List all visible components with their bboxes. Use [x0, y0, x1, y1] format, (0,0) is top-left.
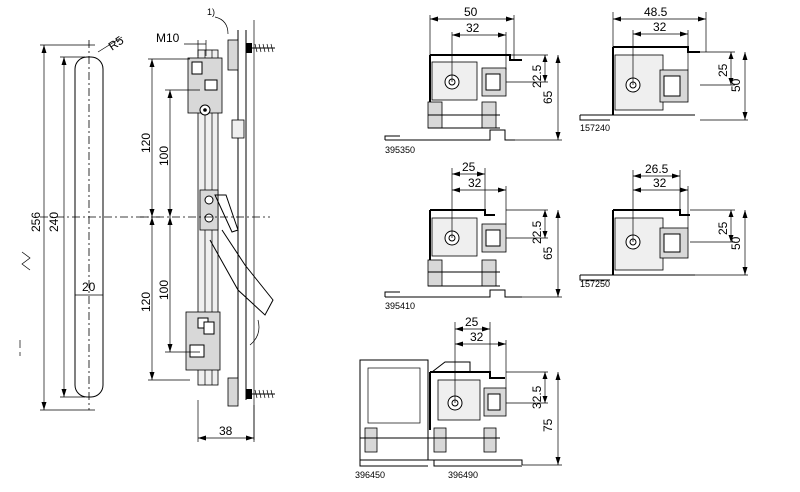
- profile-395350-code: 395350: [385, 145, 415, 155]
- lower-inner-dim: 100: [157, 280, 171, 300]
- profile-157250-code: 157250: [580, 279, 610, 289]
- profile-3964-offset: 32.5: [530, 385, 544, 409]
- profile-3964-height: 75: [541, 418, 555, 432]
- handle-width-label: 20: [82, 280, 96, 294]
- profile-157250-height: 50: [729, 236, 743, 250]
- handle-radius-label: R5: [106, 33, 127, 53]
- profile-396450-code: 396450: [355, 470, 385, 480]
- upper-inner-dim: 100: [157, 146, 171, 166]
- thread-label: M10: [156, 31, 180, 45]
- upper-outer-dim: 120: [139, 133, 153, 153]
- profile-395410-inner-width: 32: [468, 176, 482, 190]
- profile-395410-outer-width: 25: [462, 160, 476, 174]
- profile-157240-inner-width: 32: [653, 20, 667, 34]
- lower-screw: [246, 389, 275, 399]
- profile-395410-code: 395410: [385, 301, 415, 311]
- profile-157240-outer-width: 48.5: [644, 5, 668, 19]
- profile-section-157240: 48.5 32 25 50 157240: [579, 5, 748, 133]
- profile-157250-inner-width: 32: [653, 176, 667, 190]
- lower-outer-dim: 120: [139, 292, 153, 312]
- profile-396490-code: 396490: [448, 470, 478, 480]
- profile-157240-code: 157240: [580, 123, 610, 133]
- handle-elevation: R5 256 240 20: [19, 33, 160, 411]
- profile-395350-outer-width: 50: [464, 5, 478, 19]
- hardware-side-view: M10 1): [139, 7, 275, 442]
- profile-section-157250: 26.5 32 25 50 157250: [579, 162, 748, 289]
- profile-section-395410: 25 32 22.5 65 395410: [384, 160, 562, 311]
- profile-157240-height: 50: [729, 78, 743, 92]
- profile-3964-inner-width: 32: [470, 330, 484, 344]
- profile-395350-offset: 22.5: [530, 64, 544, 88]
- handle-hole-distance-label: 240: [47, 212, 61, 232]
- handle-length-label: 256: [29, 212, 43, 232]
- profile-157240-offset: 25: [716, 63, 730, 77]
- profile-395410-offset: 22.5: [530, 220, 544, 244]
- note-marker: 1): [207, 7, 215, 17]
- profile-section-395350: 50 32 22.5 65 395350: [384, 5, 562, 155]
- profile-section-396450-396490: 25 32 32.5 75 396450 396490: [355, 315, 562, 480]
- profile-157250-outer-width: 26.5: [645, 162, 669, 176]
- profile-395410-height: 65: [541, 246, 555, 260]
- profile-395350-height: 65: [541, 90, 555, 104]
- profile-3964-outer-width: 25: [465, 315, 479, 329]
- depth-dim: 38: [219, 424, 233, 438]
- upper-screw: [246, 43, 275, 53]
- profile-157250-offset: 25: [716, 221, 730, 235]
- profile-395350-inner-width: 32: [466, 21, 480, 35]
